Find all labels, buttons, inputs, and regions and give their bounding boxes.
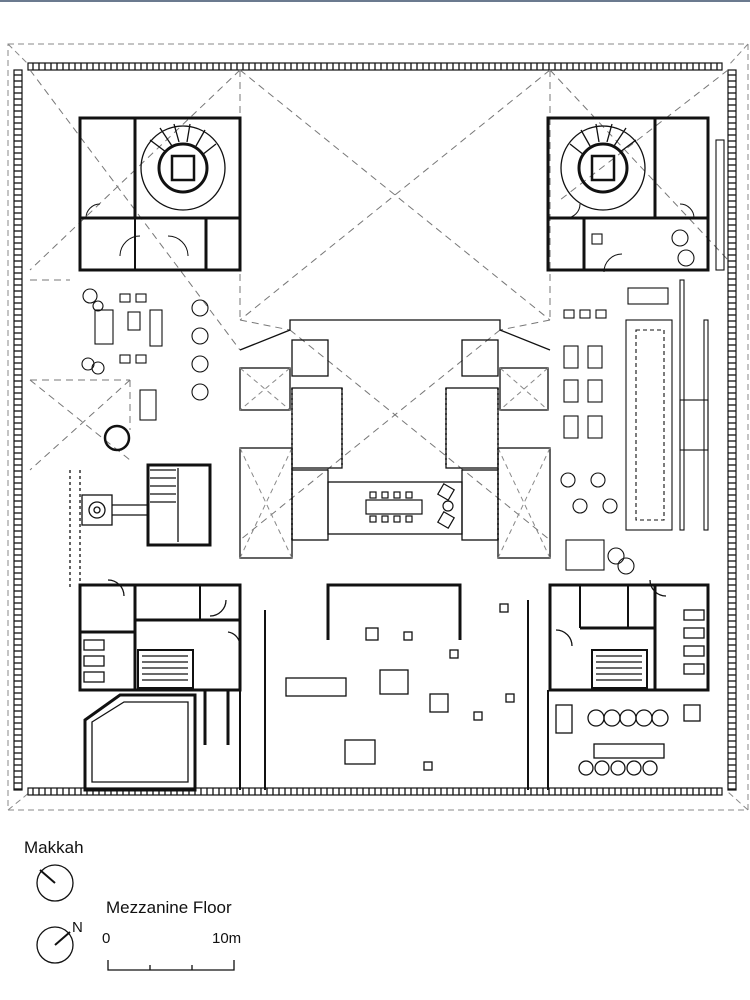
scale-bar (107, 960, 235, 971)
top-edge-line (0, 0, 750, 2)
right-workspace-furniture (560, 139, 725, 575)
central-columns (291, 388, 499, 540)
makkah-label: Makkah (24, 838, 84, 857)
north-arrow-symbol (36, 926, 74, 964)
core-bottom-left (78, 583, 242, 692)
spiral-stair-right (560, 123, 646, 211)
meeting-table (365, 482, 456, 530)
core-top-right (546, 116, 710, 272)
north-label: N (72, 919, 83, 936)
gallery-walls (264, 583, 462, 790)
roof-outline (7, 43, 749, 811)
floor-title: Mezzanine Floor (106, 898, 232, 917)
left-stair-block (69, 424, 212, 590)
spiral-stair-left (140, 123, 226, 211)
door-swings (85, 203, 695, 273)
bottom-left-rooms (83, 579, 241, 792)
makkah-direction-symbol (36, 864, 74, 902)
core-top-left (78, 116, 242, 272)
left-lounge-furniture (81, 288, 209, 421)
central-void-x (239, 367, 551, 559)
scale-end-label: 10m (212, 930, 242, 947)
gallery-plinths (285, 603, 515, 771)
core-bottom-right (548, 583, 710, 692)
scale-start-label: 0 (102, 930, 111, 947)
perimeter-screen (13, 62, 737, 796)
bottom-right-rooms (527, 579, 705, 790)
